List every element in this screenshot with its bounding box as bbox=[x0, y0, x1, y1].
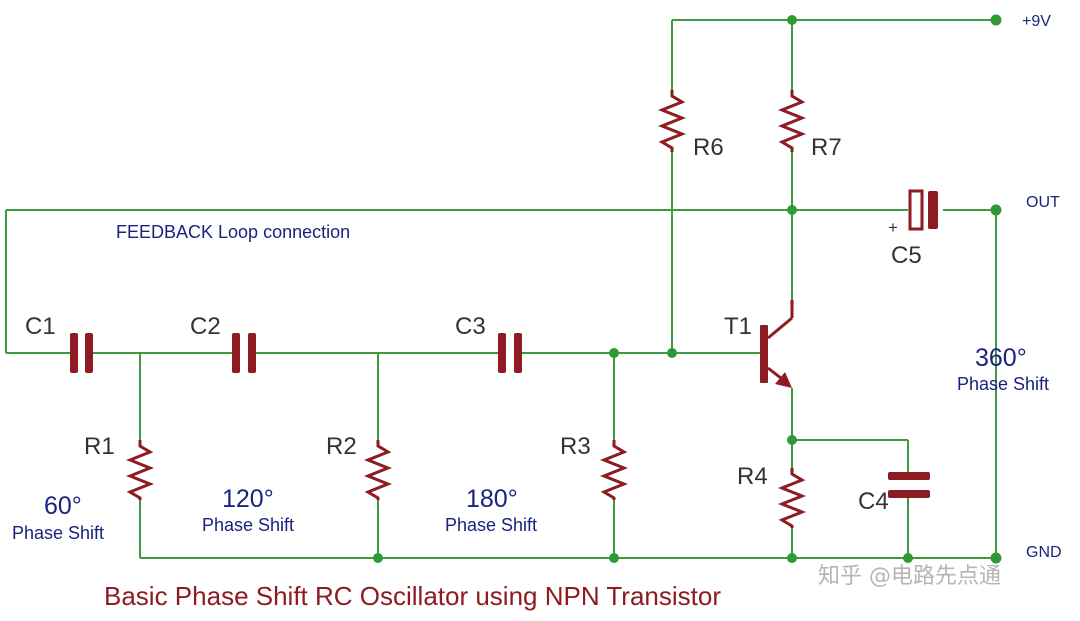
transistor-t1 bbox=[756, 300, 794, 388]
label-r6: R6 bbox=[693, 134, 724, 161]
capacitor-c5-polarized bbox=[908, 189, 938, 231]
phase-60-label: Phase Shift bbox=[12, 523, 104, 543]
label-r4: R4 bbox=[737, 463, 768, 490]
capacitor-c3 bbox=[496, 333, 524, 373]
label-c3: C3 bbox=[455, 313, 486, 340]
label-t1: T1 bbox=[724, 313, 752, 340]
phase-60-value: 60° bbox=[44, 492, 82, 520]
capacitor-c1 bbox=[66, 333, 95, 373]
phase-180-label: Phase Shift bbox=[445, 515, 537, 535]
label-c2: C2 bbox=[190, 313, 221, 340]
c5-plus-mark: + bbox=[888, 218, 898, 237]
label-c5: C5 bbox=[891, 242, 922, 269]
resistor-r7 bbox=[777, 90, 807, 152]
label-c1: C1 bbox=[25, 313, 56, 340]
diagram-caption: Basic Phase Shift RC Oscillator using NP… bbox=[104, 581, 721, 611]
resistor-r3 bbox=[599, 440, 629, 500]
capacitor-c2 bbox=[228, 333, 258, 373]
capacitor-c4 bbox=[888, 472, 930, 498]
label-r3: R3 bbox=[560, 433, 591, 460]
wires bbox=[5, 19, 997, 559]
label-r1: R1 bbox=[84, 433, 115, 460]
phase-180-value: 180° bbox=[466, 485, 518, 513]
phase-360-label: Phase Shift bbox=[957, 374, 1049, 394]
out-label: OUT bbox=[1026, 194, 1060, 211]
resistor-r1 bbox=[125, 440, 155, 500]
gnd-label: GND bbox=[1026, 544, 1062, 561]
resistor-r4 bbox=[777, 468, 807, 528]
label-r2: R2 bbox=[326, 433, 357, 460]
label-c4: C4 bbox=[858, 488, 889, 515]
resistor-r2 bbox=[363, 440, 393, 500]
label-r7: R7 bbox=[811, 134, 842, 161]
junction-nodes bbox=[373, 14, 1002, 564]
feedback-label: FEEDBACK Loop connection bbox=[116, 222, 350, 242]
watermark: 知乎 @电路先点通 bbox=[818, 564, 1001, 589]
phase-360-value: 360° bbox=[975, 344, 1027, 372]
supply-label: +9V bbox=[1022, 13, 1051, 30]
phase-120-value: 120° bbox=[222, 485, 274, 513]
resistor-r6 bbox=[657, 90, 687, 152]
phase-120-label: Phase Shift bbox=[202, 515, 294, 535]
